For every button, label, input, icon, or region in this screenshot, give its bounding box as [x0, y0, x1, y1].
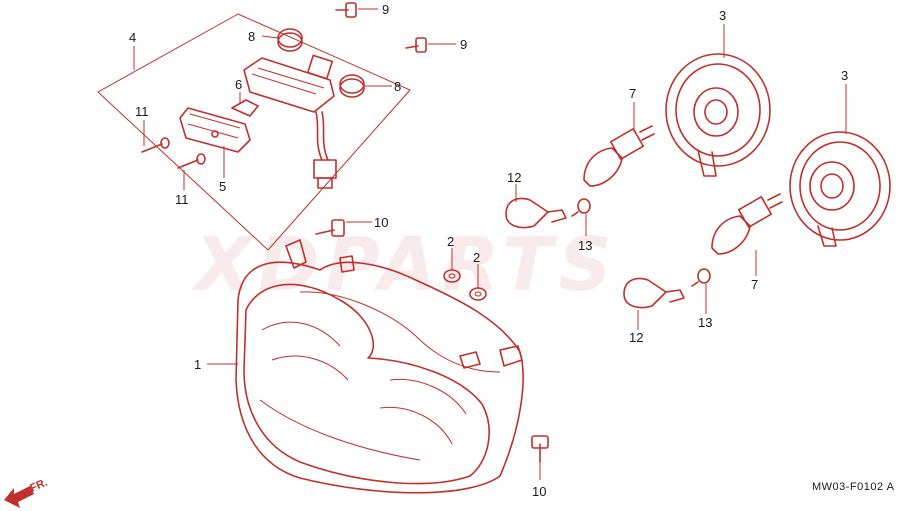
- callout-4: 4: [129, 30, 136, 45]
- bolt-9-upper: [335, 2, 357, 18]
- callout-13-lower: 13: [698, 315, 712, 330]
- callout-3-lower: 3: [841, 68, 848, 83]
- socket-bracket: [243, 54, 337, 189]
- dust-cover-3-upper: [665, 53, 771, 177]
- callout-11-lower: 11: [175, 192, 189, 207]
- socket-6: [231, 99, 259, 117]
- callout-13-upper: 13: [578, 238, 592, 253]
- watermark: XDPARTS: [191, 222, 618, 308]
- callout-12-upper: 12: [507, 170, 521, 185]
- callout-9-lower: 9: [460, 37, 467, 52]
- grommet-8-lower: [339, 74, 365, 98]
- callout-9-upper: 9: [382, 2, 389, 17]
- bulb-7-upper: [583, 125, 655, 187]
- front-direction-arrow-icon: [4, 486, 34, 508]
- bulb-cap-12-lower: [623, 277, 685, 309]
- bulb-cap-12-upper: [505, 197, 567, 229]
- callout-10-lower: 10: [532, 484, 546, 499]
- subassembly-box: [97, 13, 411, 251]
- small-bulb-13-lower: [691, 268, 711, 287]
- callout-7-upper: 7: [629, 86, 636, 101]
- callout-10-upper: 10: [374, 215, 388, 230]
- callout-2-left: 2: [447, 234, 454, 249]
- callout-3-upper: 3: [719, 8, 726, 23]
- callout-1: 1: [194, 357, 201, 372]
- leader-lines: [133, 8, 847, 480]
- screw-11-lower: [177, 153, 206, 169]
- diagram-code: MW03-F0102 A: [812, 481, 895, 493]
- bolt-10-lower: [531, 435, 549, 463]
- bolt-10-upper: [315, 219, 345, 237]
- headlight-unit: [235, 239, 524, 494]
- position-lamp: [179, 107, 251, 153]
- bulb-7-lower: [711, 193, 783, 255]
- callout-6: 6: [235, 77, 242, 92]
- callout-8-upper: 8: [248, 29, 255, 44]
- callout-12-lower: 12: [629, 330, 643, 345]
- callout-5: 5: [219, 179, 226, 194]
- callout-11-upper: 11: [135, 104, 149, 119]
- dust-cover-3-lower: [789, 131, 891, 247]
- small-bulb-13-upper: [571, 198, 591, 217]
- callout-2-right: 2: [473, 250, 480, 265]
- front-direction-label: FR.: [28, 477, 49, 495]
- bolt-9-lower: [405, 37, 427, 53]
- callout-8-lower: 8: [394, 79, 401, 94]
- screw-11-upper: [141, 137, 170, 153]
- grommet-8-upper: [277, 28, 303, 52]
- callout-7-lower: 7: [751, 277, 758, 292]
